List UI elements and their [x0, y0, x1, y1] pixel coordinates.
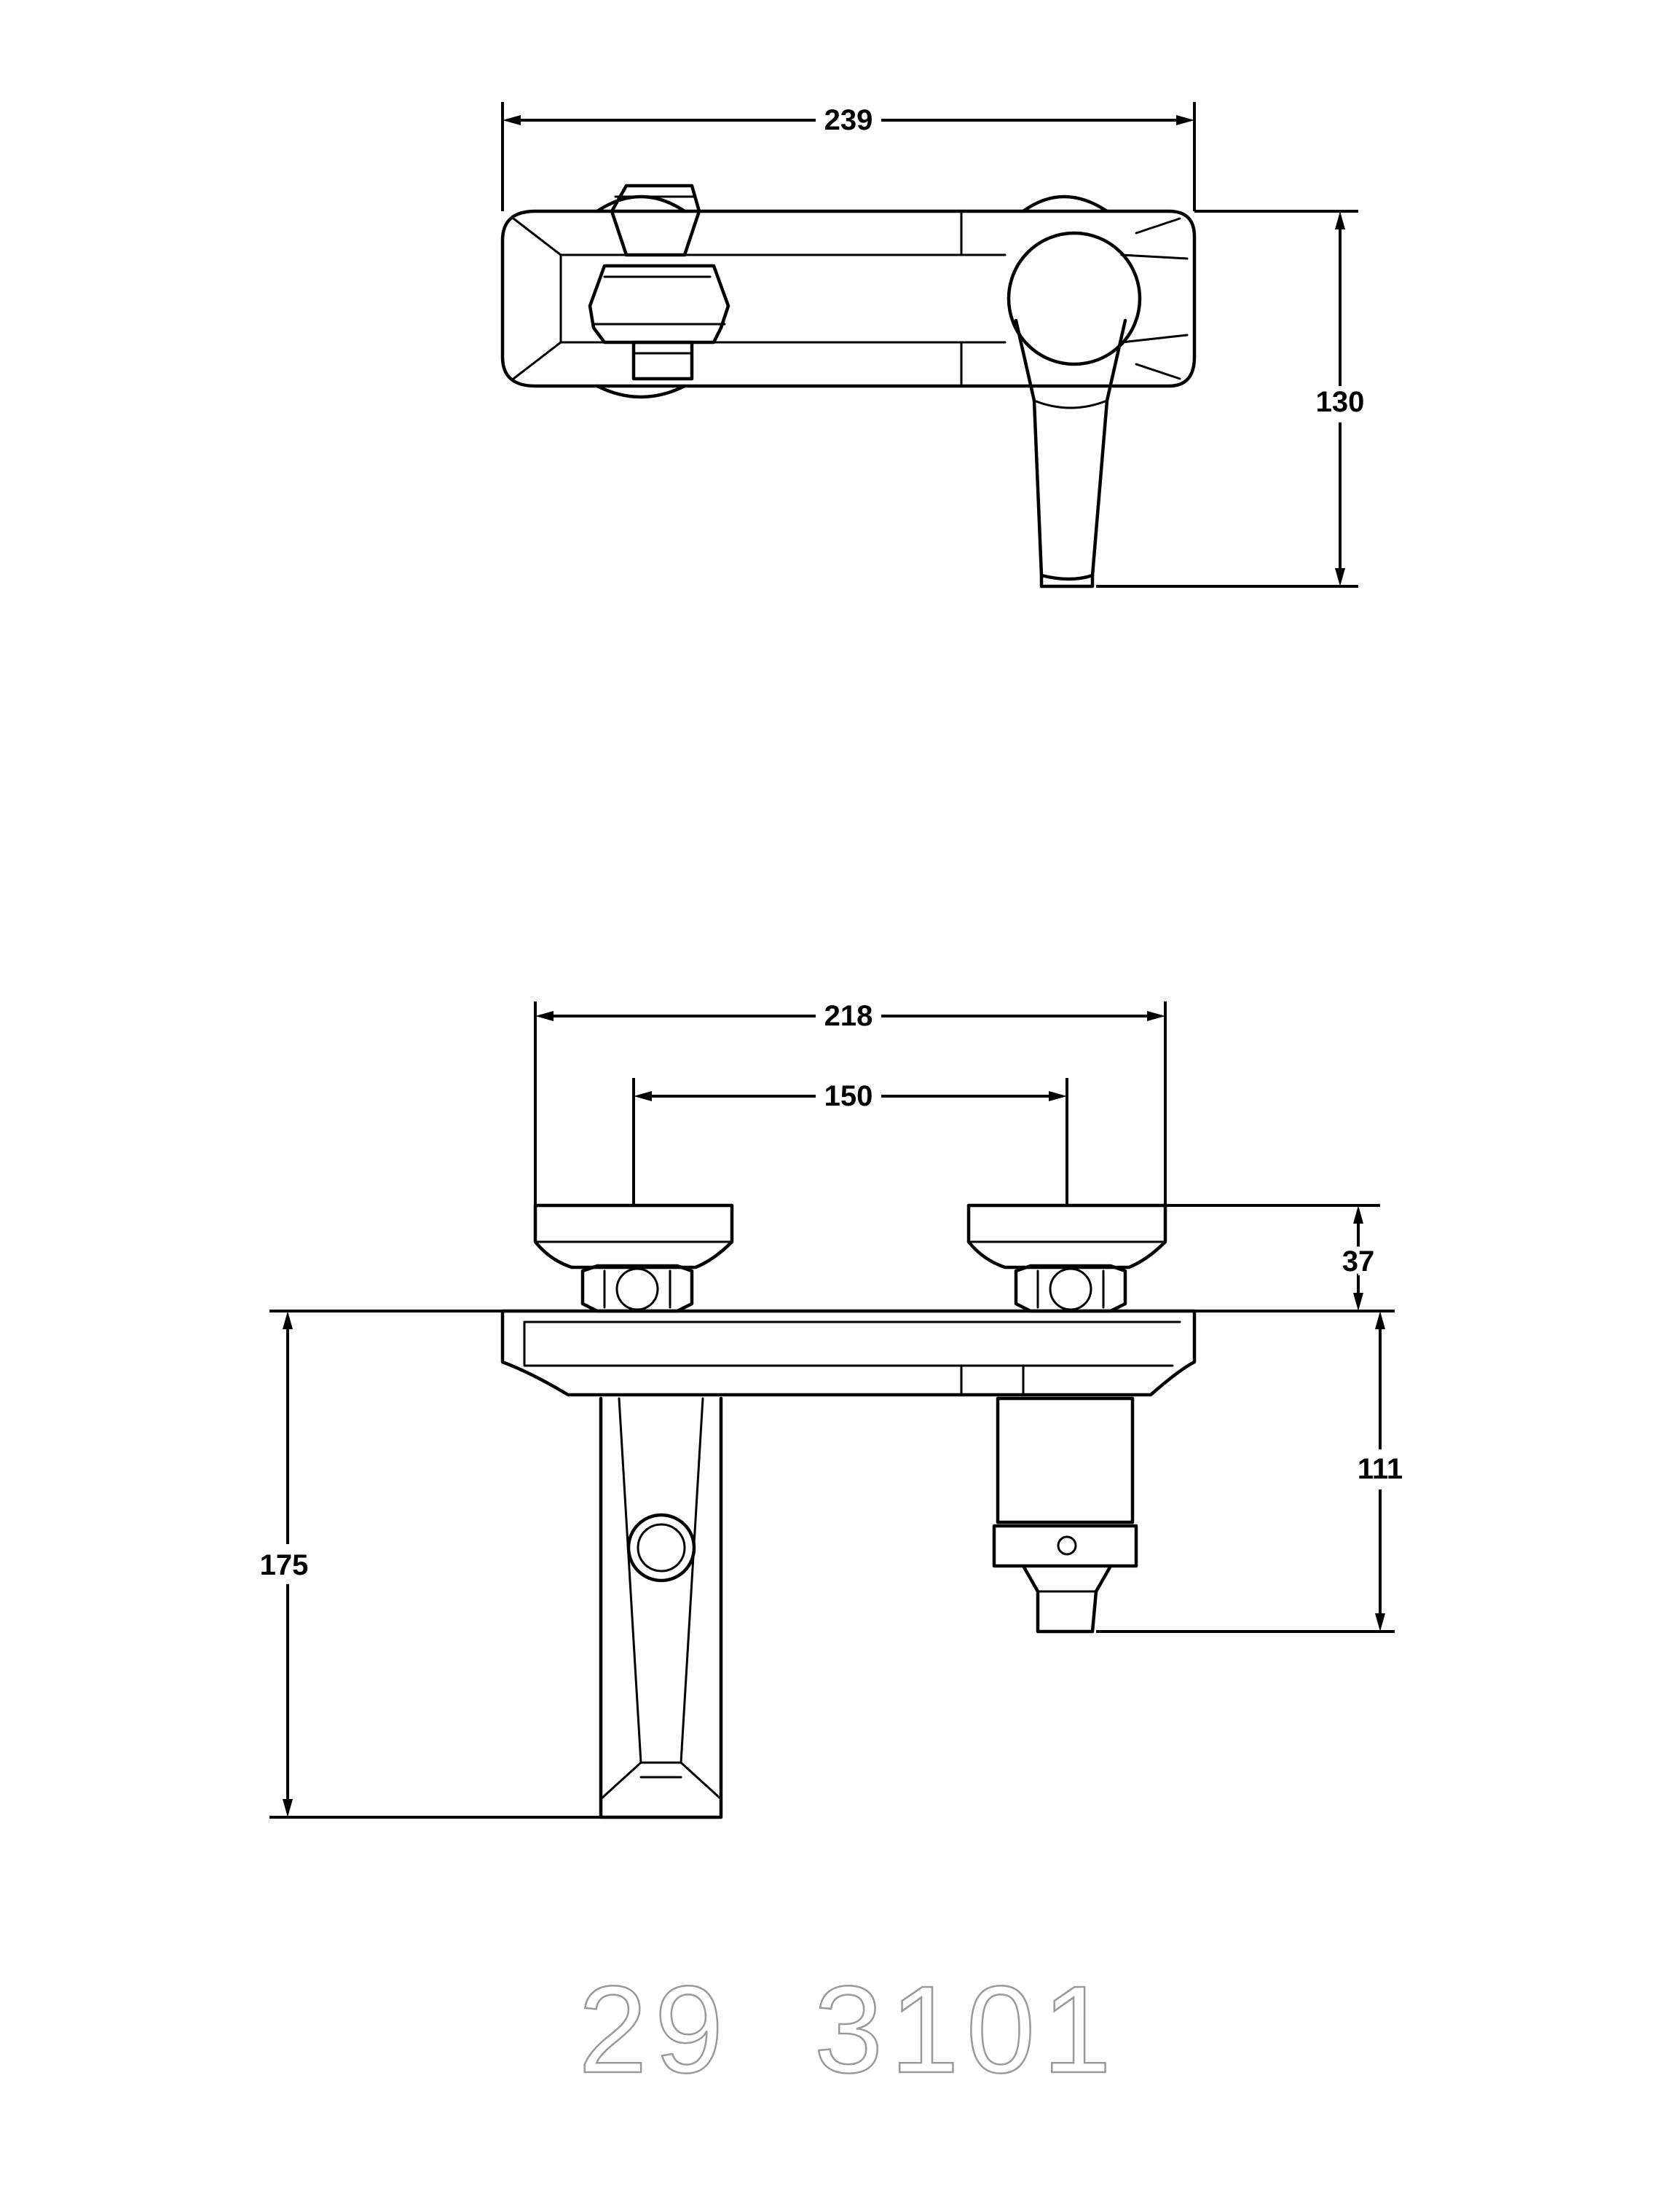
dim-mixer-height-label: 111: [1358, 1453, 1403, 1485]
front-body-inner: [523, 1320, 1181, 1367]
front-left-connection: [533, 1203, 734, 1313]
front-mixer: [992, 1396, 1138, 1634]
dim-width-label: 239: [824, 104, 873, 136]
dim-connection-label: 37: [1342, 1245, 1375, 1278]
dim-150: 150: [632, 1078, 1068, 1205]
front-body-step: [960, 1364, 1025, 1396]
top-diverter-knob: [588, 184, 730, 399]
top-body-bevel-right: [1120, 217, 1189, 380]
top-mixer-lever: [1007, 194, 1142, 589]
top-view: 239 130: [500, 102, 1365, 589]
dim-218: 218: [534, 1000, 1167, 1205]
dim-130: 130: [1096, 210, 1365, 588]
product-code: 29 3101: [578, 1961, 1119, 2099]
front-body: [500, 1309, 1197, 1397]
dim-239: 239: [501, 102, 1196, 211]
dim-centers-label: 150: [824, 1080, 873, 1112]
dim-total-height-label: 175: [260, 1549, 309, 1581]
top-body-inner-lines: [625, 253, 1007, 344]
top-body-outline: [500, 209, 1197, 388]
front-right-connection: [966, 1203, 1167, 1313]
front-spout: [599, 1396, 723, 1819]
top-body-bevel-left: [512, 217, 628, 380]
dim-111: 111: [1096, 1311, 1403, 1633]
front-view: 218 150 37 111: [260, 1000, 1403, 1819]
dim-37: 37: [1165, 1204, 1395, 1312]
dim-175: 175: [260, 1310, 601, 1819]
dim-depth-label: 130: [1316, 386, 1365, 418]
dim-outer-label: 218: [824, 1000, 873, 1032]
